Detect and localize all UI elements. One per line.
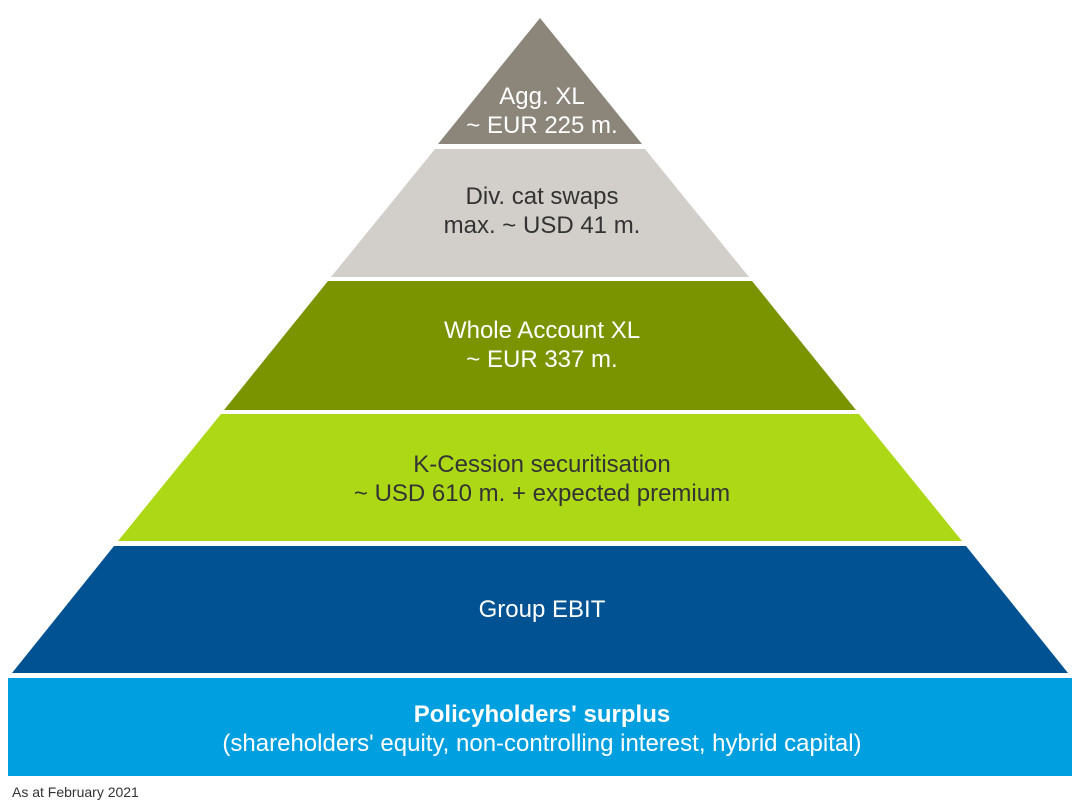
footer-note: As at February 2021 bbox=[12, 784, 139, 800]
layer-k-cession bbox=[118, 414, 962, 541]
whole-account-xl-label: Whole Account XL ~ EUR 337 m. bbox=[443, 317, 641, 373]
group-ebit-label: Group EBIT bbox=[478, 596, 606, 623]
policyholders-surplus-label: Policyholders' surplus (shareholders' eq… bbox=[222, 701, 862, 757]
layer-group-ebit bbox=[12, 546, 1068, 673]
layer-whole-account-xl bbox=[224, 281, 856, 410]
layer-agg-xl bbox=[438, 18, 642, 144]
div-cat-swaps-label: Div. cat swaps max. ~ USD 41 m. bbox=[443, 183, 641, 239]
k-cession-label: K-Cession securitisation ~ USD 610 m. + … bbox=[353, 451, 731, 507]
layer-policyholders-surplus bbox=[8, 678, 1072, 776]
layer-div-cat-swaps bbox=[331, 149, 749, 277]
agg-xl-label: Agg. XL ~ EUR 225 m. bbox=[466, 83, 618, 139]
